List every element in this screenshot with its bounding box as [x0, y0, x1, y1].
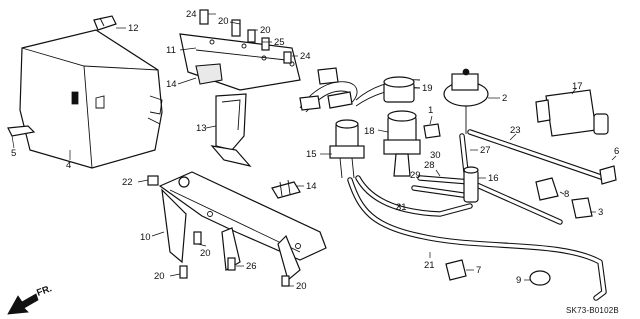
label-part-15: 15 [306, 149, 317, 160]
leader-lines [11, 13, 617, 287]
label-part-20-d: 20 [154, 271, 165, 282]
label-part-20-c: 20 [200, 248, 211, 259]
clip-part-14-lower [271, 179, 301, 199]
label-part-31: 31 [396, 202, 407, 213]
label-part-18: 18 [364, 126, 375, 137]
label-part-4: 4 [66, 160, 71, 171]
label-part-21: 21 [424, 260, 435, 271]
label-part-11: 11 [166, 45, 176, 56]
front-direction-arrow [7, 293, 39, 315]
label-part-10: 10 [140, 232, 151, 243]
hose-part-21 [347, 177, 607, 301]
label-part-2: 2 [502, 93, 507, 104]
label-part-14-upper: 14 [166, 79, 177, 90]
clip-part-8 [535, 177, 559, 201]
label-part-7: 7 [476, 265, 481, 276]
label-part-13: 12 [128, 23, 139, 34]
label-part-29: 29 [410, 170, 421, 181]
hose-part-22 [467, 129, 607, 181]
label-part-14-lower: 14 [306, 181, 317, 192]
bolt-group-lower [147, 175, 290, 287]
bracket-part-10 [158, 171, 327, 282]
clip-part-9 [529, 270, 551, 286]
cap-part-19 [383, 76, 415, 103]
bolt-group-top [199, 9, 292, 64]
label-part-19: 19 [422, 83, 433, 94]
label-part-16: 16 [488, 173, 499, 184]
label-part-20-b: 20 [260, 25, 271, 36]
hanger-part-12 [210, 93, 252, 168]
drawing-code: SK73-B0102B [566, 306, 619, 315]
label-part-12: 13 [196, 123, 207, 134]
solenoid-part-18 [383, 110, 421, 177]
label-part-17: 17 [572, 81, 583, 92]
label-part-1: 1 [428, 105, 433, 116]
label-part-22: 23 [510, 125, 521, 136]
cover-part-4 [19, 29, 163, 169]
label-part-27: 27 [480, 145, 491, 156]
solenoid-part-17 [535, 89, 609, 137]
connector-cluster [299, 67, 353, 111]
label-part-23: 22 [122, 177, 133, 188]
label-part-6: 6 [614, 146, 619, 157]
label-part-5: 5 [11, 148, 16, 159]
clip-part-13 [93, 15, 117, 31]
label-part-24-top: 24 [186, 9, 197, 20]
clip-part-7 [445, 259, 467, 281]
clip-part-3 [571, 197, 593, 219]
solenoid-part-15 [329, 119, 365, 179]
valve-part-16 [463, 166, 479, 203]
label-part-20-e: 20 [296, 281, 307, 292]
label-part-24-right: 24 [300, 51, 311, 62]
label-part-3: 3 [598, 207, 603, 218]
part-labels: 12 5 4 24 20 20 25 24 11 14 13 22 10 20 … [11, 9, 619, 315]
pad-part-5 [7, 125, 36, 137]
label-part-26: 26 [246, 261, 257, 272]
label-part-30: 30 [430, 150, 441, 161]
hose-part-31 [355, 175, 473, 217]
clip-part-1 [423, 123, 441, 139]
bracket-part-11 [179, 33, 301, 91]
clip-part-6 [599, 165, 617, 185]
label-part-20-a: 20 [218, 16, 229, 27]
direction-label: FR. [35, 283, 53, 299]
label-part-28: 28 [424, 160, 435, 171]
label-part-25: 25 [274, 37, 285, 48]
label-part-9: 9 [516, 275, 521, 286]
actuator-part-2 [443, 68, 489, 134]
hose-part-27 [459, 133, 469, 175]
label-part-8: 8 [564, 189, 569, 200]
